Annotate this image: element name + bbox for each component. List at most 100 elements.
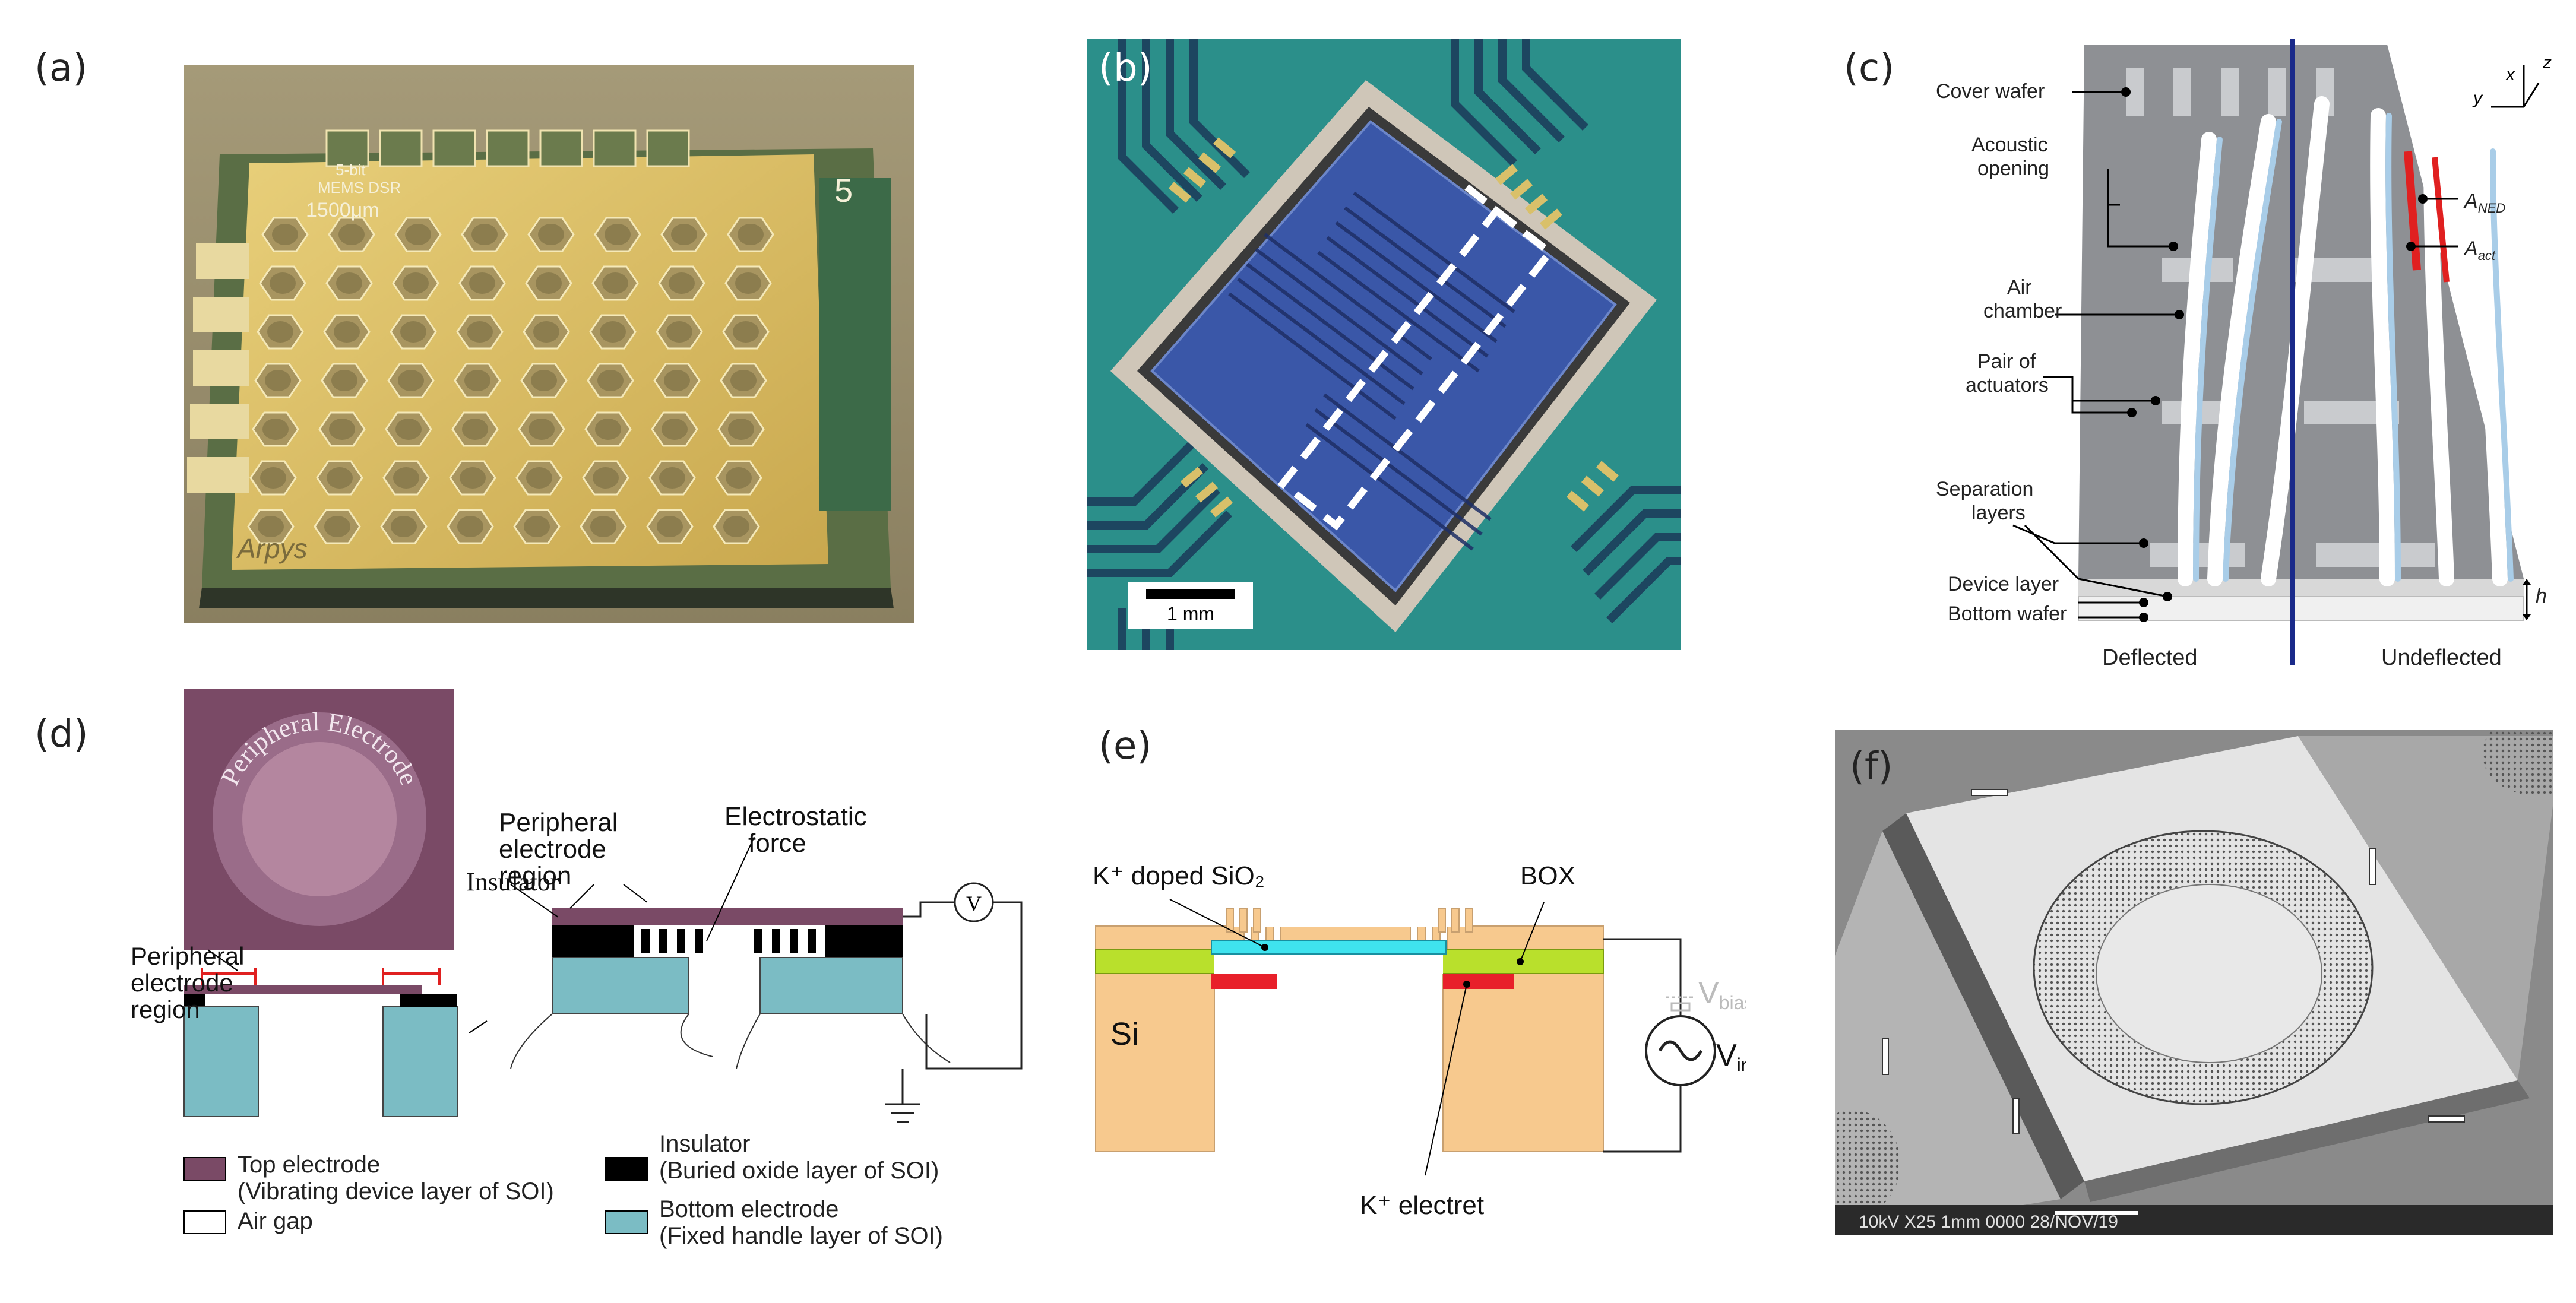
panel-d-label: (d) <box>34 712 88 756</box>
legend-bottom-electrode-1: Bottom electrode <box>659 1196 838 1222</box>
hexagon-cell-center <box>597 370 624 391</box>
hexagon-cell-center <box>659 467 685 489</box>
hexagon-cell-center <box>600 321 626 343</box>
hexagon-cell-center <box>726 467 752 489</box>
voltmeter-label: V <box>966 892 982 915</box>
label-separation-1: Separation <box>1936 478 2033 500</box>
label-separation-2: layers <box>1971 502 2026 524</box>
hexagon-cell-center <box>391 516 417 537</box>
hexagon-cell-center <box>395 419 422 440</box>
label-a-ned: A <box>2463 190 2478 213</box>
svg-text:Vin: Vin <box>1716 1038 1746 1076</box>
label-pair-1: Pair of <box>1977 350 2036 373</box>
label-a-act: A <box>2463 237 2478 260</box>
hexagon-cell-center <box>590 516 616 537</box>
hexagon-cell-center <box>270 272 296 294</box>
hexagon-cell-center <box>334 321 360 343</box>
panel-b-label: (b) <box>1099 46 1153 90</box>
hexagon-cell-center <box>529 419 555 440</box>
scale-bar <box>1146 589 1235 599</box>
label-h: h <box>2536 585 2547 607</box>
svg-text:Vbias: Vbias <box>1698 976 1746 1013</box>
hexagon-cell-center <box>657 516 683 537</box>
panel-b-photo: 1 mm <box>1087 39 1681 650</box>
hexagon-cell-center <box>730 370 757 391</box>
label-device-layer: Device layer <box>1948 573 2059 595</box>
hexagon-cell-center <box>338 224 365 245</box>
panel-f-photo: 10kV X25 1mm 0000 28/NOV/19 <box>1835 730 2553 1235</box>
hexagon-cell-center <box>593 467 619 489</box>
panel-e-diagram: K⁺ doped SiO₂ BOX Si K⁺ electret Vbias V… <box>1093 861 1746 1220</box>
hexagon-cell-center <box>735 272 761 294</box>
hexagon-cell-center <box>467 321 493 343</box>
hexagon-cell-grid <box>247 217 774 544</box>
hexagon-cell-center <box>327 467 353 489</box>
legend-swatch-bottom-electrode <box>605 1210 648 1234</box>
hexagon-cell-center <box>662 419 688 440</box>
label-deflected: Deflected <box>2102 645 2198 670</box>
chip-text-bits: 5-bit <box>336 161 366 179</box>
hexagon-cell-center <box>324 516 350 537</box>
hexagon-cell-center <box>671 224 697 245</box>
legend-insulator-2: (Buried oxide layer of SOI) <box>659 1158 939 1184</box>
hexagon-cell-center <box>533 321 559 343</box>
svg-text:Aact: Aact <box>2463 237 2496 263</box>
hexagon-cell-center <box>602 272 628 294</box>
legend-top-electrode-1: Top electrode <box>238 1152 380 1178</box>
hexagon-cell-center <box>260 467 286 489</box>
hexagon-cell-center <box>405 224 431 245</box>
panel-c-diagram: Cover wafer Acoustic opening Air chamber… <box>1936 39 2552 670</box>
hexagon-cell-center <box>462 419 488 440</box>
panel-a-label: (a) <box>34 46 88 90</box>
panel-f-label: (f) <box>1850 745 1893 789</box>
axis-x-label: x <box>2505 65 2515 84</box>
hexagon-cell-center <box>664 370 690 391</box>
k-electret-left <box>1211 974 1277 989</box>
hexagon-cell-center <box>538 224 564 245</box>
hexagon-cell-center <box>400 321 426 343</box>
panel-e-label: (e) <box>1099 724 1152 768</box>
chip-corner-number: 5 <box>834 172 853 209</box>
hexagon-cell-center <box>464 370 490 391</box>
hexagon-cell-center <box>331 370 357 391</box>
label-pair-2: actuators <box>1966 374 2049 397</box>
chip-signature: Arpys <box>236 533 308 564</box>
label-v-in: V <box>1716 1038 1737 1073</box>
hexagon-cell-center <box>460 467 486 489</box>
legend: Top electrode (Vibrating device layer of… <box>183 1131 943 1249</box>
hexagon-cell-center <box>262 419 289 440</box>
label-peripheral-left-3: region <box>131 996 200 1023</box>
hexagon-cell-center <box>329 419 355 440</box>
hexagon-cell-center <box>403 272 429 294</box>
label-air-chamber-2: chamber <box>1983 300 2062 322</box>
scale-bar-label: 1 mm <box>1167 603 1214 624</box>
hexagon-cell-center <box>728 419 754 440</box>
hexagon-cell-center <box>265 370 291 391</box>
label-acoustic-2: opening <box>1977 157 2049 180</box>
label-air-chamber-1: Air <box>2007 276 2032 299</box>
label-peripheral-left-1: Peripheral <box>131 942 244 970</box>
legend-swatch-top-electrode <box>183 1157 226 1181</box>
device-top-view-illustration: 1 mm <box>1087 39 1681 650</box>
label-peripheral-top-1: Peripheral <box>499 808 618 837</box>
label-acoustic-1: Acoustic <box>1971 134 2048 156</box>
label-k-doped: K⁺ doped SiO₂ <box>1093 861 1265 890</box>
hexagon-cell-center <box>733 321 759 343</box>
hexagon-cell-center <box>258 516 284 537</box>
label-box: BOX <box>1520 861 1575 890</box>
label-peripheral-left-2: electrode <box>131 969 233 997</box>
k-doped-membrane <box>1211 940 1447 955</box>
legend-bottom-electrode-2: (Fixed handle layer of SOI) <box>659 1223 943 1249</box>
bias-source-icon <box>1666 996 1695 1012</box>
label-v-bias: V <box>1698 976 1719 1010</box>
legend-swatch-air-gap <box>183 1210 226 1234</box>
hexagon-cell-center <box>398 370 424 391</box>
label-undeflected: Undeflected <box>2381 645 2502 670</box>
hexagon-cell-center <box>738 224 764 245</box>
hexagon-cell-center <box>267 321 293 343</box>
label-peripheral-top-2: electrode <box>499 835 606 864</box>
label-cover-wafer: Cover wafer <box>1936 80 2045 103</box>
label-insulator-visible: Insulator <box>466 867 559 896</box>
legend-swatch-insulator <box>605 1157 648 1181</box>
label-electrostatic-2: force <box>748 829 806 858</box>
